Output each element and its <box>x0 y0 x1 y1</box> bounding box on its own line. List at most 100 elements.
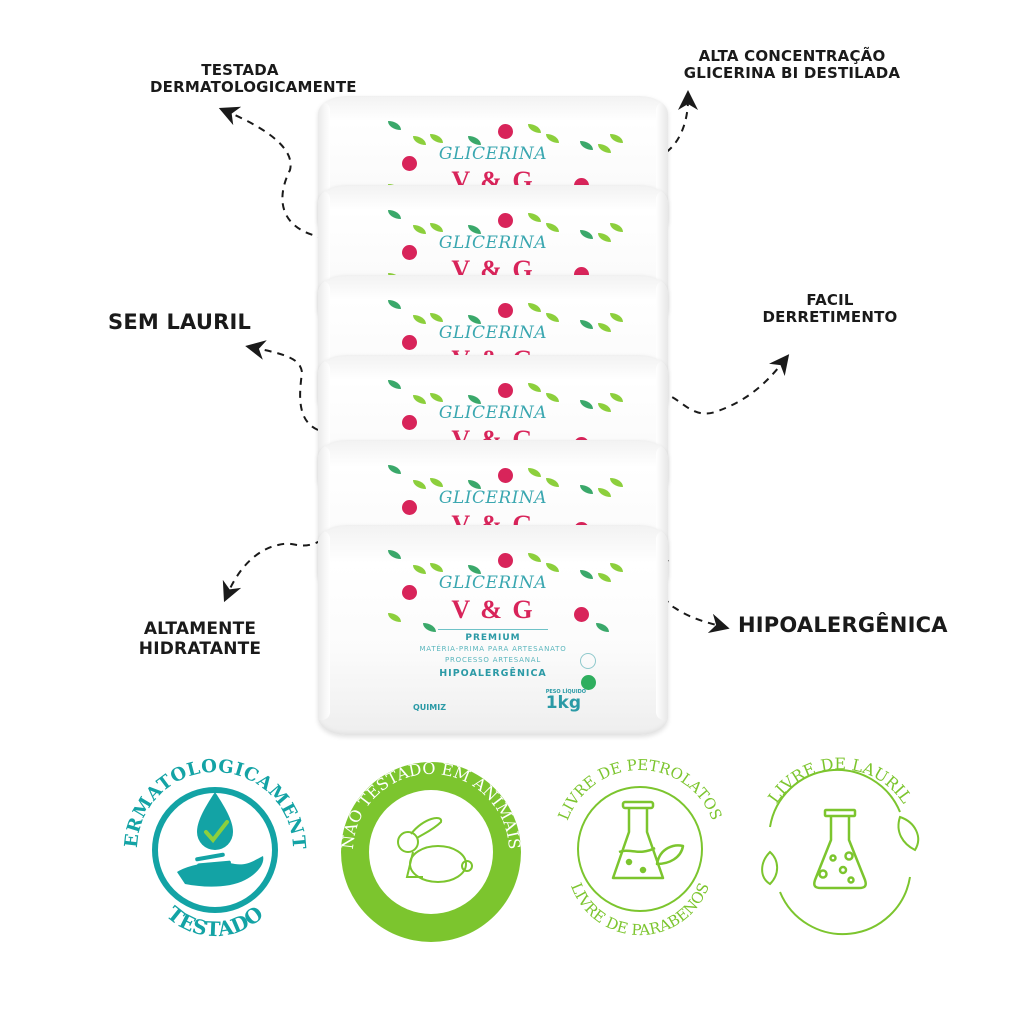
leaf-icon <box>468 395 481 404</box>
leaf-icon <box>598 323 611 332</box>
leaf-icon <box>610 563 623 572</box>
flower-icon <box>404 247 415 258</box>
leaf-icon <box>388 380 401 389</box>
leaf-icon <box>423 623 436 632</box>
leaf-icon <box>596 623 609 632</box>
leaf-icon <box>388 300 401 309</box>
weight-value: 1kg <box>545 693 582 713</box>
leaf-icon <box>546 313 559 322</box>
leaf-icon <box>580 141 593 150</box>
leaf-icon <box>388 550 401 559</box>
callout-high-concentration: ALTA CONCENTRAÇÃO GLICERINA BI DESTILADA <box>683 47 901 83</box>
leaf-icon <box>610 134 623 143</box>
leaf-icon <box>468 225 481 234</box>
product-desc-line1: MATÉRIA-PRIMA PARA ARTESANATO <box>419 645 567 653</box>
leaf-icon <box>610 478 623 487</box>
leaf-icon <box>388 210 401 219</box>
callout-dermatologically-tested: TESTADA DERMATOLOGICAMENTE <box>150 61 357 97</box>
leaf-icon <box>388 613 401 622</box>
weight-label: PESO LÍQUIDO <box>545 689 586 695</box>
leaf-icon <box>598 144 611 153</box>
arrow-dermatologically-tested <box>218 106 326 239</box>
arrow-hypoallergenic <box>659 559 730 634</box>
leaf-icon <box>430 563 443 572</box>
recycle-leaf-ring-icon <box>761 768 920 936</box>
product-name: GLICERINA <box>438 488 548 508</box>
flower-icon <box>500 555 511 566</box>
leaf-icon <box>546 223 559 232</box>
arrow-easy-melt <box>659 354 790 415</box>
flower-icon <box>576 269 587 280</box>
leaf-icon <box>580 400 593 409</box>
leaf-icon <box>413 395 426 404</box>
product-name: GLICERINA <box>438 573 548 593</box>
badge-not-tested-on-animals: NÃO TESTADO EM ANIMAIS <box>338 759 524 942</box>
flask-leaf-icon <box>611 800 685 880</box>
brand-logo: V & G <box>451 595 535 624</box>
leaf-icon <box>528 124 541 133</box>
leaf-icon <box>430 313 443 322</box>
leaf-icon <box>413 225 426 234</box>
svg-text:LIVRE DE PETROLATOS: LIVRE DE PETROLATOS <box>554 756 725 823</box>
leaf-icon <box>430 478 443 487</box>
flower-icon <box>576 609 587 620</box>
leaf-icon <box>413 315 426 324</box>
badge-text-top: LIVRE DE PETROLATOS <box>554 756 725 823</box>
product-claim: HIPOALERGÊNICA <box>439 668 547 679</box>
leaf-icon <box>430 223 443 232</box>
leaf-icon <box>468 480 481 489</box>
leaf-icon <box>468 315 481 324</box>
flower-icon <box>404 587 415 598</box>
leaf-icon <box>546 563 559 572</box>
leaf-icon <box>388 121 401 130</box>
svg-text:LIVRE DE PARABENOS: LIVRE DE PARABENOS <box>567 880 713 939</box>
maker-logo: QUIMIZ <box>413 703 447 712</box>
leaf-icon <box>528 383 541 392</box>
leaf-icon <box>610 313 623 322</box>
callout-highly-moisturizing: ALTAMENTE HIDRATANTE <box>138 619 262 659</box>
grade-label: PREMIUM <box>465 633 521 643</box>
seal-icon <box>580 653 596 669</box>
leaf-icon <box>413 565 426 574</box>
leaf-icon <box>598 233 611 242</box>
open-hand-icon <box>177 852 264 887</box>
rabbit-icon <box>397 817 473 883</box>
leaf-icon <box>546 134 559 143</box>
leaf-icon <box>388 465 401 474</box>
arrow-lauryl-free <box>245 340 319 431</box>
product-name: GLICERINA <box>438 233 548 253</box>
product-desc-line2: PROCESSO ARTESANAL <box>444 656 542 664</box>
leaf-icon <box>580 230 593 239</box>
flower-icon <box>500 385 511 396</box>
flower-icon <box>404 337 415 348</box>
leaf-icon <box>580 570 593 579</box>
flower-icon <box>500 126 511 137</box>
leaf-icon <box>598 488 611 497</box>
leaf-icon <box>546 393 559 402</box>
callout-easy-melt: FACIL DERRETIMENTO <box>762 291 898 327</box>
leaf-icon <box>413 136 426 145</box>
leaf-icon <box>468 136 481 145</box>
flower-icon <box>500 470 511 481</box>
flower-icon <box>404 417 415 428</box>
product-name: GLICERINA <box>438 144 548 164</box>
flower-icon <box>500 215 511 226</box>
certification-icon <box>581 675 596 690</box>
product-name: GLICERINA <box>438 403 548 423</box>
leaf-icon <box>580 320 593 329</box>
leaf-icon <box>430 393 443 402</box>
leaf-icon <box>610 393 623 402</box>
callout-lauryl-free: SEM LAURIL <box>108 310 252 334</box>
water-drop-icon <box>197 792 233 850</box>
leaf-icon <box>413 480 426 489</box>
flask-icon <box>813 808 867 890</box>
badge-dermatologically-tested: DERMATOLOGICAMENTE TESTADO <box>115 752 309 941</box>
leaf-icon <box>598 403 611 412</box>
leaf-icon <box>468 565 481 574</box>
arrow-highly-moisturizing <box>222 539 323 603</box>
flower-icon <box>404 502 415 513</box>
leaf-icon <box>580 485 593 494</box>
leaf-icon <box>528 213 541 222</box>
badge-lauryl-free: LIVRE DE LAURIL <box>761 754 920 936</box>
